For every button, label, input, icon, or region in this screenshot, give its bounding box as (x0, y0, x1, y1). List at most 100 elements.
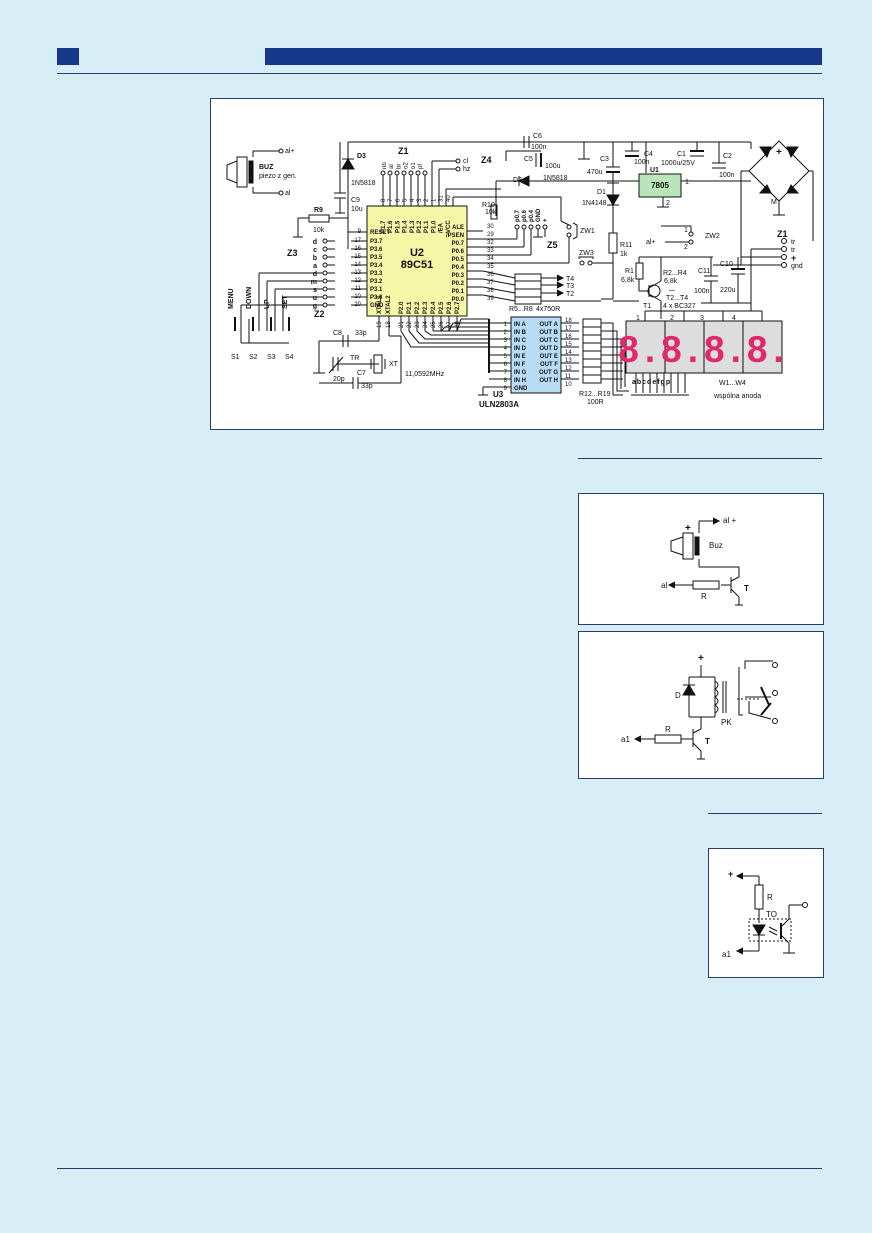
u1-pin-1: 1 (685, 179, 689, 186)
r5r8-label: R5...R8 (509, 306, 533, 313)
u2-left-pin-label: P3.1 (370, 287, 383, 293)
buz-al-plus: al+ (285, 148, 295, 155)
relay-circuit-panel: + D PK R a1 T (578, 631, 824, 779)
u2-left-pin-label: P3.5 (370, 255, 383, 261)
u2-bottom-pin-num: 28 (455, 321, 461, 328)
u2-bottom-pin-label: P2.6 (447, 301, 453, 314)
switch-name: S4 (285, 354, 294, 361)
u2-bottom-pin-label: XTAL2 (386, 295, 392, 314)
u2-top-pin-num: 6 (395, 198, 401, 202)
z3-pin-label: u (313, 295, 317, 302)
u3-output-label: OUT F (540, 362, 558, 368)
u2-top-pin-num: 2 (424, 198, 430, 202)
u2-top-pin-label: /EA (439, 222, 445, 233)
z5-pin-label: p0.7 (515, 209, 521, 222)
c9-label: C9 (351, 197, 360, 204)
opto-circuit-panel: + R TO a1 (708, 848, 824, 978)
u2-right-pin-label: ALE (452, 225, 464, 231)
u2-right-pin-label: P0.1 (452, 289, 465, 295)
u2-bottom-pin-num: 24 (423, 321, 429, 328)
u3-left-num: 5 (504, 354, 508, 360)
u3-right-num: 10 (565, 382, 572, 388)
header-bar (265, 48, 822, 65)
u2-bottom-pin-num: 23 (415, 321, 421, 328)
d1-part: 1N4148 (582, 200, 607, 207)
u2-bottom-pin-num: 19 (377, 321, 383, 328)
z1-right-label: Z1 (777, 229, 788, 239)
c10-label: C10 (720, 261, 733, 268)
u2-label: U2 (410, 247, 424, 259)
u3-left-num: 2 (504, 330, 508, 336)
u2-right-pin-num: 36 (487, 272, 494, 278)
d3-label: D3 (357, 153, 366, 160)
u2-right-pin-label: P0.5 (452, 257, 465, 263)
c11-label: C11 (698, 268, 710, 275)
u3-right-num: 15 (565, 342, 572, 348)
c1-label: C1 (677, 151, 686, 158)
r2r4-value: 6,8k (664, 278, 678, 285)
r9-label: R9 (314, 207, 323, 214)
u1-pin-2: 2 (666, 200, 670, 207)
u3-output-label: OUT B (539, 330, 558, 336)
u2-right-pin-label: P0.4 (452, 265, 465, 271)
u3-input-label: IN E (514, 354, 526, 360)
z1-pin-label: al (389, 164, 395, 169)
u2-left-pin-num: 13 (354, 270, 361, 276)
switch-label: MENU (228, 288, 235, 309)
u2-top-pin-label: P1.0 (431, 220, 437, 233)
buzzer-circuit: al + + Buz T al R (661, 516, 749, 606)
c3-label: C3 (600, 156, 609, 163)
u2-left-pin-num: 15 (354, 254, 361, 260)
u2-right-pin-label: P0.6 (452, 249, 465, 255)
r12r19-value: 100R (587, 399, 604, 406)
u2-left-pin-label: RESET (370, 230, 390, 236)
u2-bottom-pin-label: P2.4 (431, 301, 437, 314)
c11-value: 100n (694, 288, 710, 295)
seven-segment-digits: 8.8.8.8. (618, 329, 783, 370)
u3-right-num: 16 (565, 334, 572, 340)
switch-label: DOWN (246, 287, 253, 309)
u3-left-num: 4 (504, 346, 508, 352)
u1-part: 7805 (651, 181, 669, 190)
u2-left-pin-label: P3.2 (370, 279, 383, 285)
u3-left-num: 3 (504, 338, 508, 344)
u2-left-pin-label: P3.7 (370, 239, 383, 245)
u2-left-pins: RESET9P3.717P3.616P3.515P3.414P3.313P3.2… (354, 229, 390, 309)
u3-left-num: 6 (504, 362, 508, 368)
u2-bottom-pin-label: P2.3 (423, 301, 429, 314)
u3-output-label: OUT H (539, 378, 558, 384)
u2-top-pins: P1.78P1.67P1.56P1.45P1.34P1.23P1.12P1.01… (381, 195, 452, 233)
relay-d: D (675, 691, 681, 700)
u2-bottom-pin-num: 25 (431, 321, 437, 328)
z1-right-tr2: tr (791, 247, 796, 254)
switch-name: S1 (231, 354, 240, 361)
display-segments: abcdefgp (632, 379, 671, 386)
u3-right-num: 18 (565, 318, 572, 324)
c8-label: C8 (333, 330, 342, 337)
section-rule-2 (708, 813, 822, 814)
switch-label: SET (282, 295, 289, 309)
u2-bottom-pin-label: P2.0 (399, 301, 405, 314)
out-t4: T4 (566, 276, 574, 283)
buz-fig-t: T (744, 584, 749, 593)
u2-bottom-pin-num: 21 (399, 321, 405, 328)
u2-top-pin-label: P1.3 (410, 220, 416, 233)
u2-top-pin-num: 31 (439, 195, 445, 202)
d2-part: 1N5818 (543, 175, 568, 182)
u2-left-pin-num: 10 (354, 294, 361, 300)
u2-top-pin-num: 40 (446, 195, 452, 202)
relay-circuit: + D PK R a1 T (621, 653, 778, 760)
u2-bottom-pin-label: P2.1 (407, 301, 413, 314)
u2-left-pin-label: P3.6 (370, 247, 383, 253)
z1-pin-label: o1 (411, 162, 417, 169)
relay-a1: a1 (621, 735, 630, 744)
r5r8-value: 4x750R (536, 306, 560, 313)
u2-bottom-pin-num: 26 (439, 321, 445, 328)
z3-pin-label: d (313, 239, 317, 246)
u2-bottom-pin-num: 27 (447, 321, 453, 328)
u2-right-pin-num: 35 (487, 264, 494, 270)
header-left-tab (57, 48, 79, 65)
c2-value: 100n (719, 172, 735, 179)
z1-right-gnd: gnd (791, 263, 803, 270)
